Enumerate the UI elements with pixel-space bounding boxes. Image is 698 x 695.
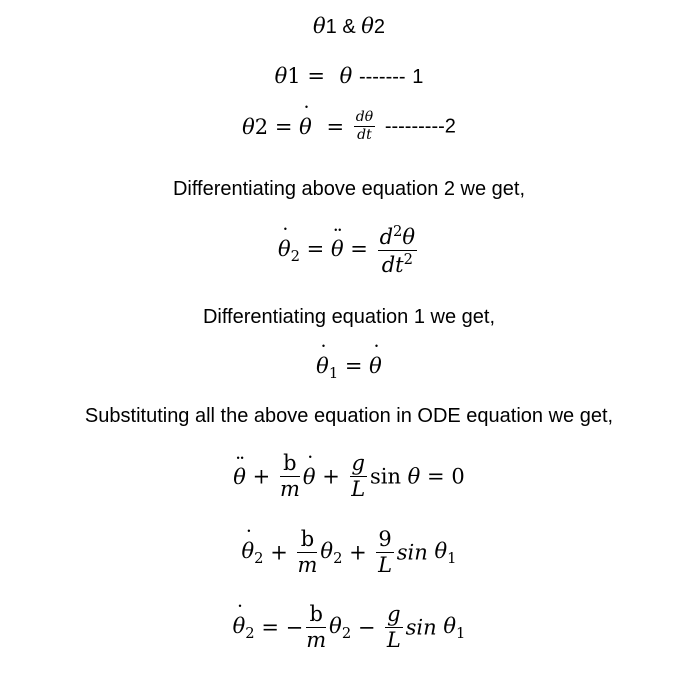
theta-symbol: θ [361,14,374,38]
equation-label: 1 [412,66,424,88]
fraction-d2theta-dt2: d2θ dt2 [377,223,418,278]
text-differentiating-eq1: Differentiating equation 1 we get, [202,306,496,328]
text-differentiating-eq2: Differentiating above equation 2 we get, [172,178,526,200]
text-substituting: Substituting all the above equation in O… [84,405,614,427]
theta-symbol: θ [312,14,326,38]
equation-1: θ1 = θ ------- 1 [274,64,424,88]
equation-label: 2 [444,115,456,138]
equation-4: θ1 = θ [0,354,698,382]
fraction-dtheta-dt: dθ dt [353,109,376,144]
equation-3: θ2 = θ = d2θ dt2 [0,223,698,278]
header-theta-pair: θ1 & θ2 [312,14,385,38]
equation-2: θ2 = θ = dθ dt ---------2 [0,109,698,144]
